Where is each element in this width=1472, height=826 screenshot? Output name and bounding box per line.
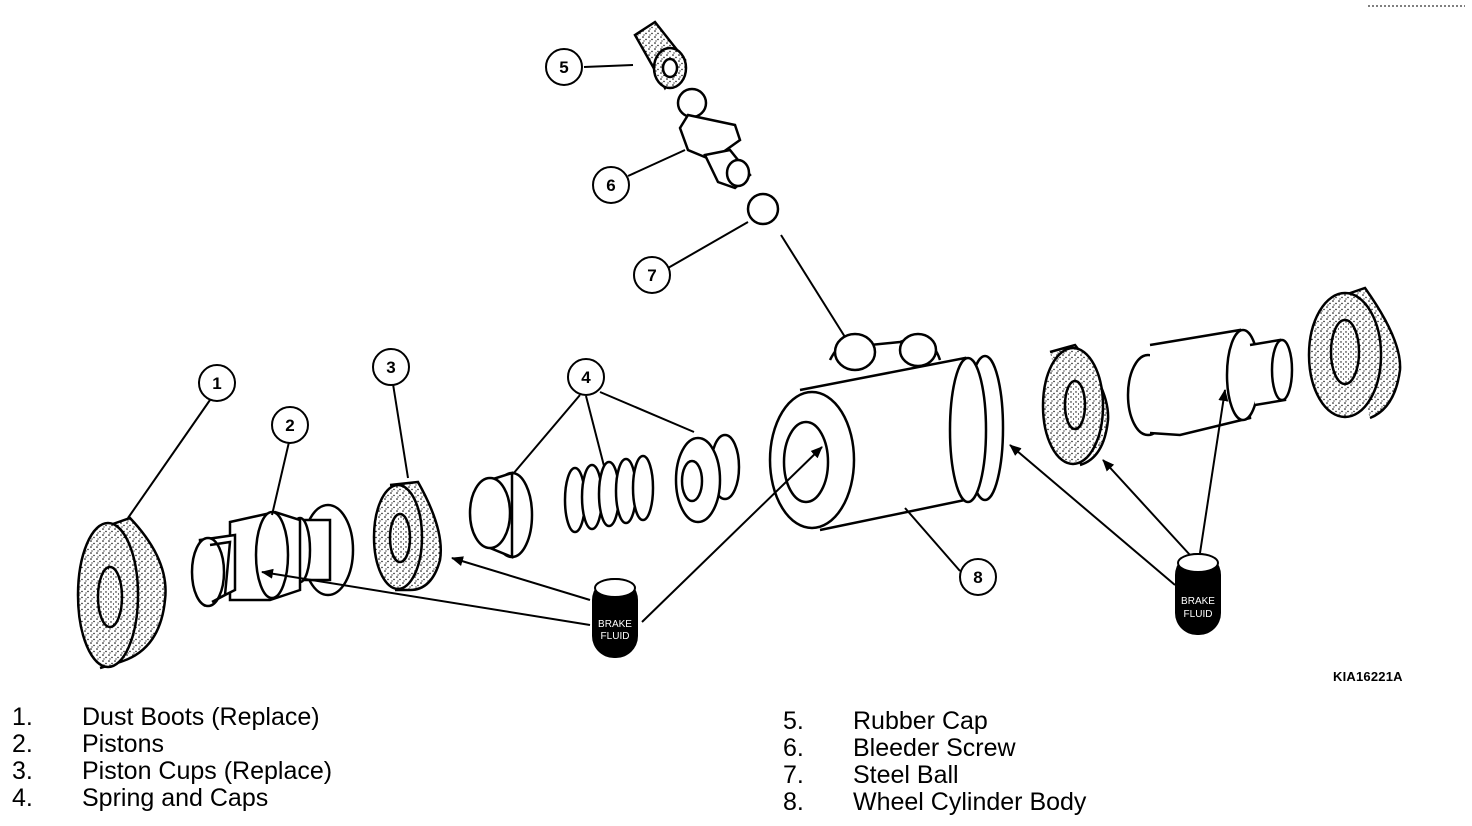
svg-text:5: 5 — [559, 58, 568, 77]
svg-text:2: 2 — [285, 416, 294, 435]
legend-label: Pistons — [82, 730, 164, 758]
callout-1: 1 — [198, 364, 236, 402]
bottle-label-line1: BRAKE — [1181, 596, 1215, 607]
legend-label: Spring and Caps — [82, 784, 269, 812]
arrow-to-piston-right — [1199, 389, 1229, 554]
callout-7: 7 — [633, 256, 671, 294]
piston-left — [190, 503, 355, 608]
svg-text:1: 1 — [212, 374, 221, 393]
legend-item: 8. Wheel Cylinder Body — [783, 789, 1086, 816]
legend-number: 1. — [12, 703, 33, 731]
svg-text:8: 8 — [973, 568, 982, 587]
leader-lines — [127, 64, 961, 572]
bottle-label-line2: FLUID — [1184, 609, 1213, 620]
spring-cap-left — [468, 471, 534, 559]
spring — [563, 454, 655, 534]
legend-number: 2. — [12, 730, 33, 758]
legend-right: 5. Rubber Cap 6. Bleeder Screw 7. Steel Bal… — [783, 708, 1086, 816]
legend-number: 7. — [783, 761, 804, 789]
legend-number: 3. — [12, 757, 33, 785]
bottle-label-line1: BRAKE — [598, 619, 632, 630]
brake-fluid-bottle-right: BRAKE FLUID — [1175, 553, 1221, 635]
legend-item: 4. Spring and Caps — [12, 785, 332, 812]
arrow-to-cup-left — [451, 556, 591, 601]
callout-3: 3 — [372, 348, 410, 386]
figure-code: KIA16221A — [1333, 669, 1403, 684]
steel-ball — [746, 192, 780, 226]
svg-text:4: 4 — [581, 368, 591, 387]
legend-number: 8. — [783, 788, 804, 816]
arrow-to-cup-right — [1102, 459, 1191, 556]
brake-fluid-bottle-left: BRAKE FLUID — [592, 578, 638, 658]
arrow-to-bore-left — [641, 446, 823, 623]
dust-boot-left — [76, 516, 167, 670]
callout-4: 4 — [567, 358, 605, 396]
legend-item: 1. Dust Boots (Replace) — [12, 704, 332, 731]
legend-item: 3. Piston Cups (Replace) — [12, 758, 332, 785]
piston-cup-right — [1041, 343, 1110, 467]
legend-number: 5. — [783, 707, 804, 735]
legend-item: 7. Steel Ball — [783, 762, 1086, 789]
svg-text:7: 7 — [647, 266, 656, 285]
rubber-cap — [633, 20, 688, 91]
legend-label: Piston Cups (Replace) — [82, 757, 333, 785]
legend-number: 6. — [783, 734, 804, 762]
piston-cup-left — [372, 480, 442, 592]
legend-item: 5. Rubber Cap — [783, 708, 1086, 735]
legend-label: Bleeder Screw — [853, 734, 1016, 762]
svg-text:3: 3 — [386, 358, 395, 377]
callout-8: 8 — [959, 558, 997, 596]
legend-left: 1. Dust Boots (Replace) 2. Pistons 3. Pisto… — [12, 704, 332, 812]
lubrication-arrows — [261, 389, 1229, 626]
legend-label: Rubber Cap — [853, 707, 988, 735]
legend-number: 4. — [12, 784, 33, 812]
svg-text:6: 6 — [606, 176, 615, 195]
dust-boot-right — [1307, 286, 1402, 420]
bottle-label-line2: FLUID — [601, 631, 630, 642]
callout-2: 2 — [271, 406, 309, 444]
arrow-to-bore-right — [1009, 444, 1176, 586]
arrow-to-piston-left — [261, 568, 591, 626]
spring-cap-right — [674, 433, 741, 524]
legend-label: Steel Ball — [853, 761, 959, 789]
wheel-cylinder-body — [768, 332, 1005, 532]
callout-5: 5 — [545, 48, 583, 86]
legend-item: 2. Pistons — [12, 731, 332, 758]
callout-6: 6 — [592, 166, 630, 204]
legend-item: 6. Bleeder Screw — [783, 735, 1086, 762]
bleeder-screw — [676, 87, 752, 190]
piston-right — [1126, 328, 1294, 437]
legend-label: Dust Boots (Replace) — [82, 703, 320, 731]
legend-label: Wheel Cylinder Body — [853, 788, 1087, 816]
